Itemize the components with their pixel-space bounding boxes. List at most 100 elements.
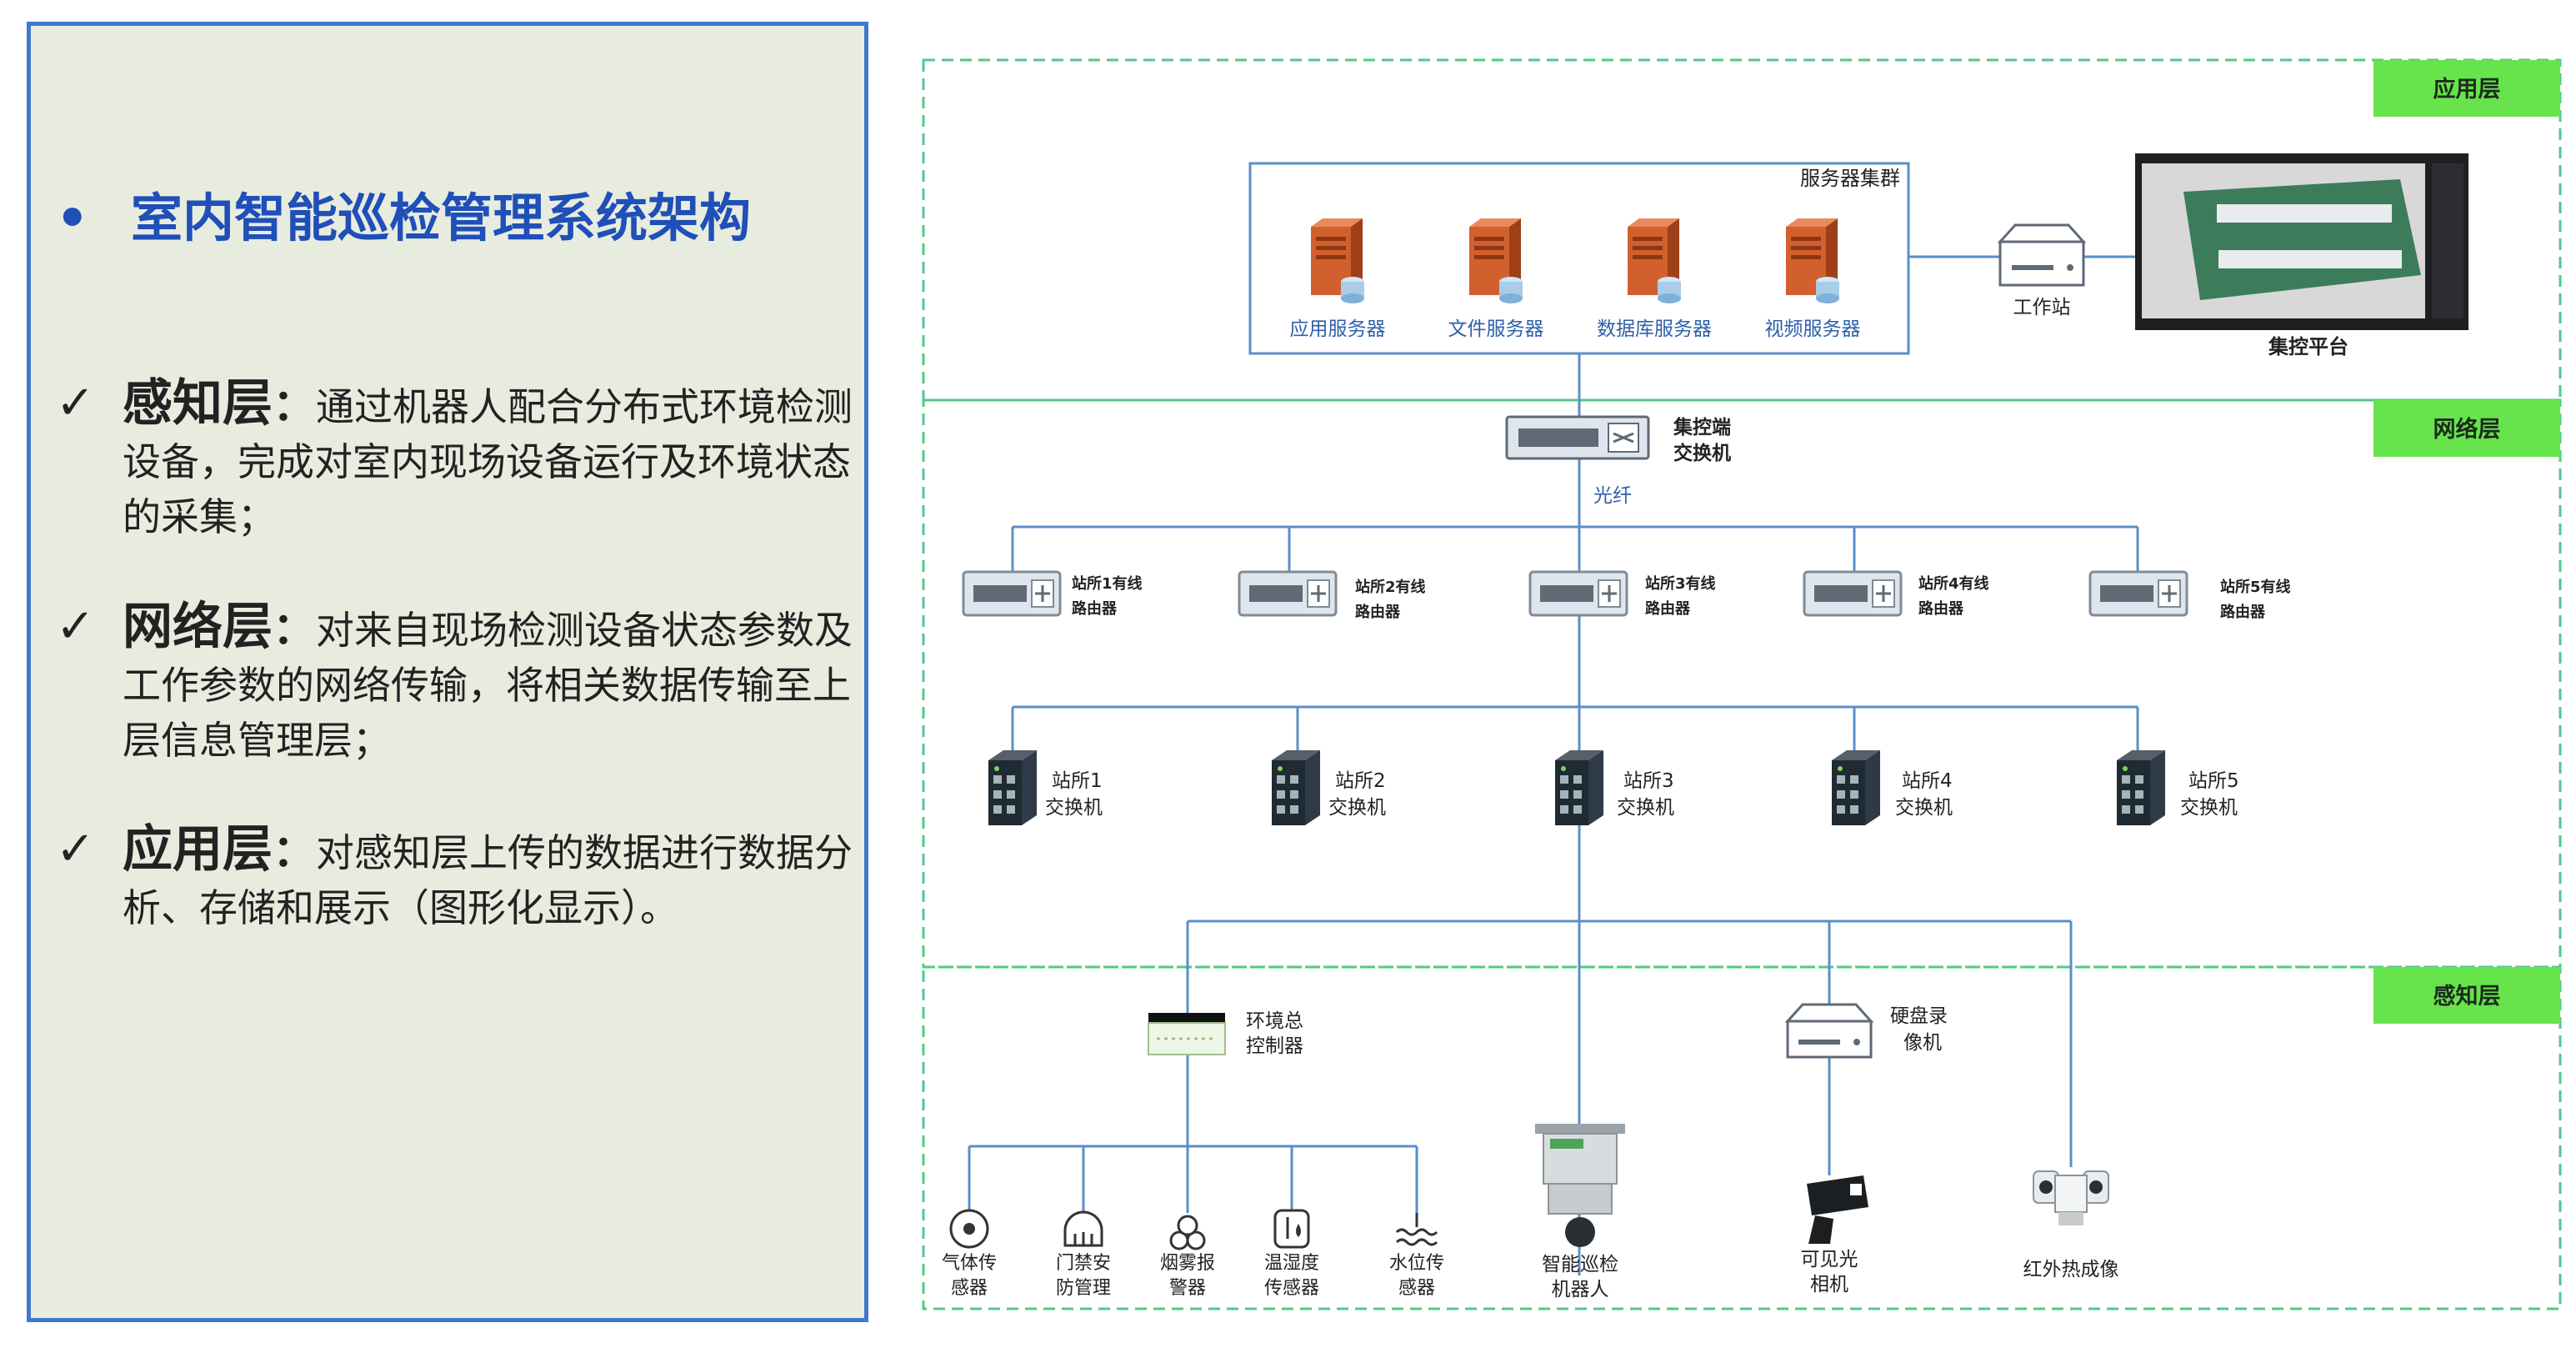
svg-text:警器: 警器	[1169, 1278, 1206, 1299]
net-layer-description: ✓ 网络层：对来自现场检测设备状态参数及工作参数的网络传输，将相关数据传输至上层…	[56, 598, 853, 763]
svg-text:机器人: 机器人	[1552, 1279, 1609, 1300]
svg-text:传感器: 传感器	[1264, 1278, 1319, 1299]
app-layer-description: ✓ 应用层：对感知层上传的数据进行数据分析、存储和展示（图形化显示）。	[56, 820, 853, 930]
svg-text:像机: 像机	[1903, 1032, 1942, 1054]
svg-text:应用层: 应用层	[2433, 76, 2501, 103]
sensing-layer-zone	[922, 965, 2562, 1310]
svg-text:门禁安: 门禁安	[1056, 1253, 1111, 1274]
svg-text:站所4有线: 站所4有线	[1918, 574, 1989, 593]
svg-text:应用服务器: 应用服务器	[1290, 318, 1386, 340]
station-switch-1: 站所1 交换机	[988, 750, 1103, 825]
svg-text:路由器: 路由器	[2220, 603, 2266, 621]
svg-text:感器: 感器	[1398, 1278, 1435, 1299]
svg-text:环境总: 环境总	[1246, 1010, 1303, 1032]
svg-text:交换机: 交换机	[1673, 442, 1731, 464]
fiber-label: 光纤	[1593, 485, 1632, 507]
visible-light-camera: 可见光 相机	[1801, 1175, 1868, 1295]
svg-text:站所3: 站所3	[1623, 770, 1674, 792]
svg-text:视频服务器: 视频服务器	[1765, 318, 1861, 340]
router-1: 站所1有线 路由器	[962, 570, 1143, 618]
station-switch-2: 站所2 交换机	[1272, 750, 1386, 825]
inspection-robot: 智能巡检 机器人	[1535, 1124, 1625, 1300]
layer-text: 对感知层上传的数据进行数据分析、存储和展示（图形化显示）。	[123, 830, 853, 930]
layer-text: 对来自现场检测设备状态参数及工作参数的网络传输，将相关数据传输至上层信息管理层；	[123, 608, 853, 763]
network-layer-tag: 网络层	[2373, 400, 2560, 457]
database-server: 数据库服务器	[1597, 218, 1712, 340]
check-icon: ✓	[56, 599, 95, 654]
router-5: 站所5有线 路由器	[2088, 570, 2291, 621]
svg-text:站所5有线: 站所5有线	[2220, 578, 2291, 596]
svg-text:文件服务器: 文件服务器	[1448, 318, 1544, 340]
svg-text:气体传: 气体传	[942, 1253, 997, 1274]
sensing-layer-tag: 感知层	[2373, 967, 2560, 1024]
access-control: 门禁安 防管理	[1056, 1210, 1111, 1299]
svg-text:水位传: 水位传	[1389, 1253, 1444, 1274]
svg-text:交换机: 交换机	[1045, 797, 1103, 819]
svg-text:集控平台: 集控平台	[2268, 335, 2348, 358]
water-level-sensor: 水位传 感器	[1389, 1213, 1444, 1299]
svg-text:路由器: 路由器	[1355, 603, 1401, 621]
check-icon: ✓	[56, 822, 95, 876]
station-switch-4: 站所4 交换机	[1832, 750, 1953, 825]
page-title: • 室内智能巡检管理系统架构	[56, 176, 856, 251]
application-layer-tag: 应用层	[2373, 60, 2560, 117]
application-server: 应用服务器	[1290, 218, 1386, 340]
sense-layer-description: ✓ 感知层：通过机器人配合分布式环境检测设备，完成对室内现场设备运行及环境状态的…	[56, 374, 853, 539]
router-4: 站所4有线 路由器	[1803, 570, 1989, 618]
svg-text:站所3有线: 站所3有线	[1645, 574, 1716, 593]
environment-controller: 环境总 控制器	[1148, 1010, 1303, 1057]
network-layer-zone	[922, 398, 2562, 969]
gas-sensor: 气体传 感器	[942, 1209, 997, 1299]
nvr-recorder: 硬盘录 像机	[1784, 1003, 1948, 1059]
svg-text:路由器: 路由器	[1072, 599, 1118, 618]
svg-text:路由器: 路由器	[1645, 599, 1691, 618]
title-bullet: •	[56, 188, 89, 248]
svg-text:交换机: 交换机	[1895, 797, 1953, 819]
station-switch-3: 站所3 交换机	[1555, 750, 1674, 825]
station-switch-5: 站所5 交换机	[2117, 750, 2239, 825]
svg-text:集控端: 集控端	[1673, 416, 1731, 438]
svg-text:工作站: 工作站	[2013, 297, 2071, 318]
svg-text:温湿度: 温湿度	[1264, 1253, 1319, 1274]
svg-text:站所1: 站所1	[1052, 770, 1103, 792]
svg-text:红外热成像: 红外热成像	[2023, 1259, 2119, 1280]
svg-text:交换机: 交换机	[2180, 797, 2238, 819]
router-2: 站所2有线 路由器	[1238, 570, 1426, 621]
svg-text:站所2有线: 站所2有线	[1355, 578, 1426, 596]
svg-text:烟雾报: 烟雾报	[1160, 1253, 1215, 1274]
smoke-alarm: 烟雾报 警器	[1160, 1215, 1215, 1299]
check-icon: ✓	[56, 376, 95, 430]
video-server: 视频服务器	[1765, 218, 1861, 340]
file-server: 文件服务器	[1448, 218, 1544, 340]
svg-text:防管理: 防管理	[1056, 1278, 1111, 1299]
router-3: 站所3有线 路由器	[1528, 570, 1716, 618]
workstation: 工作站	[1997, 223, 2087, 318]
svg-text:交换机: 交换机	[1328, 797, 1386, 819]
svg-text:站所1有线: 站所1有线	[1072, 574, 1143, 593]
svg-text:硬盘录: 硬盘录	[1890, 1005, 1948, 1027]
core-switch: 集控端 交换机	[1505, 415, 1731, 464]
svg-text:站所2: 站所2	[1335, 770, 1386, 792]
layer-text: 通过机器人配合分布式环境检测设备，完成对室内现场设备运行及环境状态的采集；	[123, 384, 853, 539]
svg-text:可见光: 可见光	[1801, 1249, 1858, 1270]
svg-text:交换机: 交换机	[1617, 797, 1674, 819]
svg-text:相机: 相机	[1810, 1274, 1848, 1295]
svg-text:控制器: 控制器	[1246, 1035, 1303, 1057]
thermal-imaging-camera: 红外热成像	[2023, 1170, 2119, 1280]
layer-name: 网络层	[123, 598, 273, 656]
svg-text:路由器: 路由器	[1918, 599, 1964, 618]
description-panel: • 室内智能巡检管理系统架构 ✓ 感知层：通过机器人配合分布式环境检测设备，完成对…	[27, 22, 868, 1322]
svg-text:站所5: 站所5	[2188, 770, 2239, 792]
control-platform-screen: 集控平台	[2135, 153, 2468, 358]
svg-text:数据库服务器: 数据库服务器	[1597, 318, 1712, 340]
svg-text:智能巡检: 智能巡检	[1542, 1254, 1618, 1275]
layer-name: 感知层	[123, 374, 273, 433]
svg-text:网络层: 网络层	[2433, 416, 2501, 443]
svg-text:感器: 感器	[951, 1278, 988, 1299]
temperature-humidity-sensor: 温湿度 传感器	[1264, 1209, 1319, 1299]
server-cluster-label: 服务器集群	[1800, 167, 1900, 190]
svg-text:感知层: 感知层	[2433, 983, 2501, 1010]
title-text: 室内智能巡检管理系统架构	[131, 188, 752, 248]
svg-text:站所4: 站所4	[1902, 770, 1953, 792]
